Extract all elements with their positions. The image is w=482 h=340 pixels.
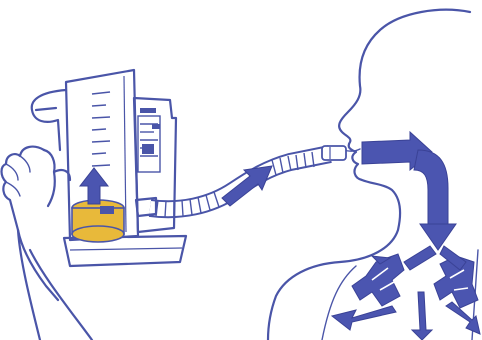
airflow-arrow-icon [362,132,466,270]
piston-icon [72,168,124,242]
mouthpiece-icon [322,146,346,160]
hose-icon [150,152,330,217]
hand-icon [2,147,93,340]
